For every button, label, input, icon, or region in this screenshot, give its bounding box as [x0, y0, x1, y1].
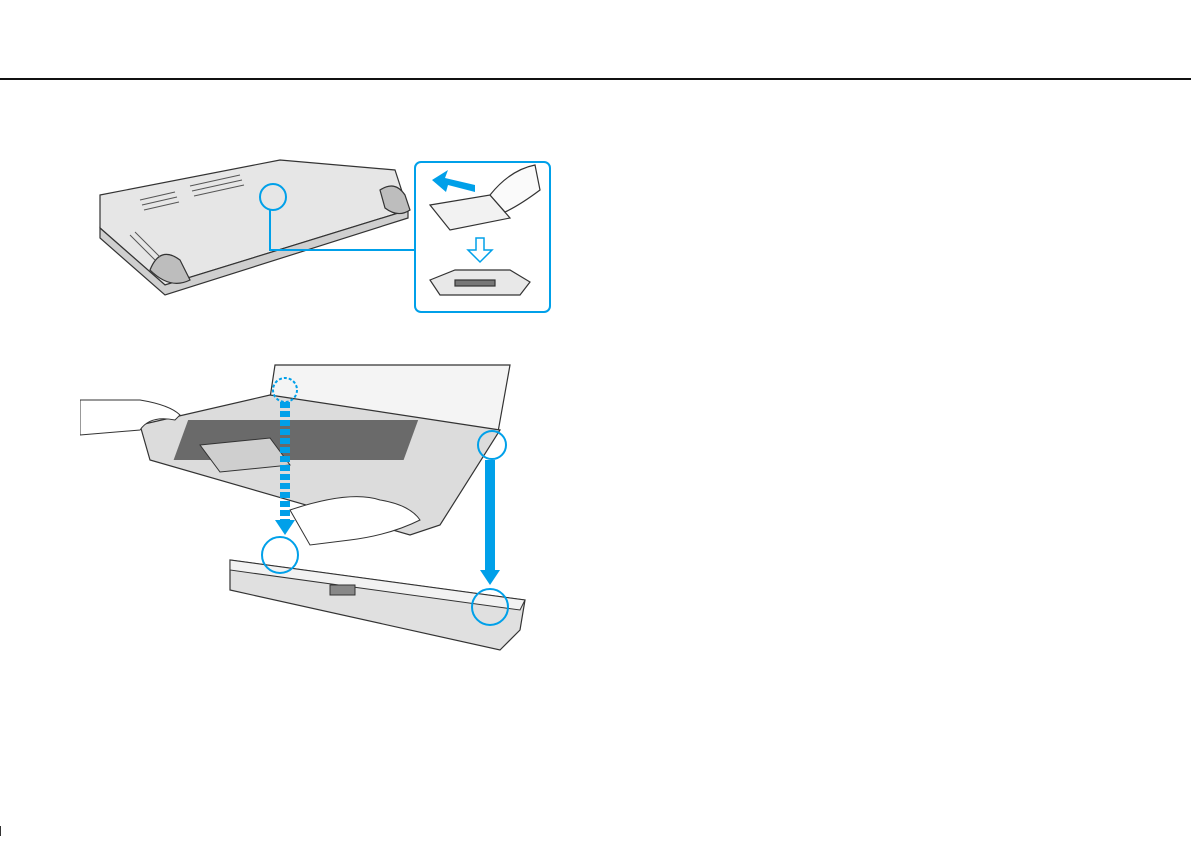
page-corner-mark — [0, 826, 7, 836]
inset-connector-exposed — [430, 270, 530, 295]
left-alignment-arrowhead — [275, 520, 295, 535]
laptop-base-underside — [100, 160, 410, 295]
laptop-bottom-illustration — [80, 150, 560, 325]
header-rule — [0, 78, 1191, 80]
dock-connector — [330, 585, 355, 595]
docking-station-illustration — [80, 360, 540, 660]
right-alignment-arrowhead — [480, 570, 500, 585]
